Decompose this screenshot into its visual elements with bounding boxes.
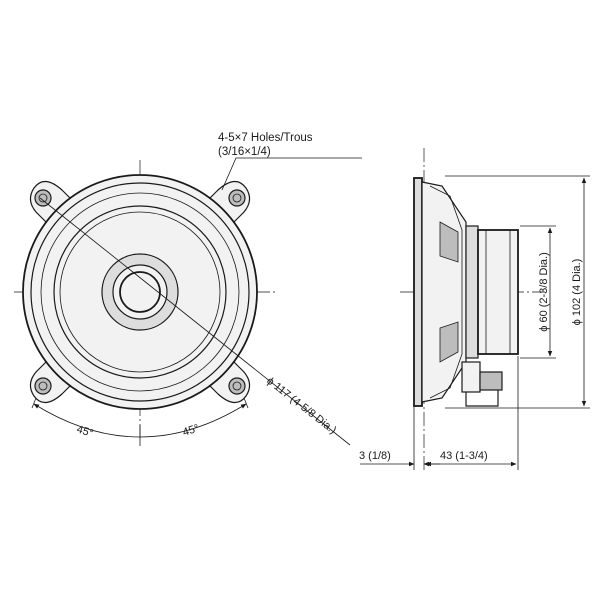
holes-label-line2: (3/16×1/4) <box>218 146 271 158</box>
angle-label-left: 45° <box>75 423 95 440</box>
mount-depth-label: 43 (1-3/4) <box>440 450 488 462</box>
cone-inner-ring <box>59 211 221 373</box>
side-terminal <box>461 361 481 393</box>
side-basket-rib-upper <box>439 221 459 263</box>
mounting-hole-top-right <box>228 189 246 207</box>
mounting-hole-bottom-left <box>34 377 52 395</box>
dimensions <box>360 175 590 470</box>
side-flange <box>413 177 423 407</box>
side-terminal-lead <box>465 390 499 407</box>
mounting-hole-bottom-right <box>228 377 246 395</box>
front-view <box>14 157 362 446</box>
side-view <box>400 148 545 470</box>
side-basket <box>421 181 467 403</box>
mounting-hole-top-left <box>34 189 52 207</box>
overall-diameter-label: ϕ 117 (4-5/8 Dia.) <box>264 375 338 437</box>
tweeter-ring <box>112 264 168 320</box>
side-basket-inner <box>429 185 463 399</box>
cone-outer-ring <box>53 205 227 379</box>
tweeter-dome <box>119 271 161 313</box>
side-magnet <box>477 229 519 355</box>
side-terminal-bracket <box>479 371 503 391</box>
angle-ext-left <box>31 397 37 409</box>
frame-inner-ring <box>30 182 250 402</box>
holes-leader-line <box>221 157 362 191</box>
diameter-leader-line <box>39 197 351 446</box>
angle-label-right: 45° <box>181 422 201 439</box>
side-magnet-plate <box>465 225 479 359</box>
magnet-diameter-label: ϕ 60 (2-3/8 Dia.) <box>538 252 550 332</box>
holes-label-line1: 4-5×7 Holes/Trous <box>218 132 313 144</box>
surround-ring <box>40 192 240 392</box>
frame-diameter-label: ϕ 102 (4 Dia.) <box>571 259 583 326</box>
angle-ext-right <box>243 397 249 409</box>
flange-depth-label: 3 (1/8) <box>359 450 391 462</box>
side-basket-rib-lower <box>439 321 459 363</box>
